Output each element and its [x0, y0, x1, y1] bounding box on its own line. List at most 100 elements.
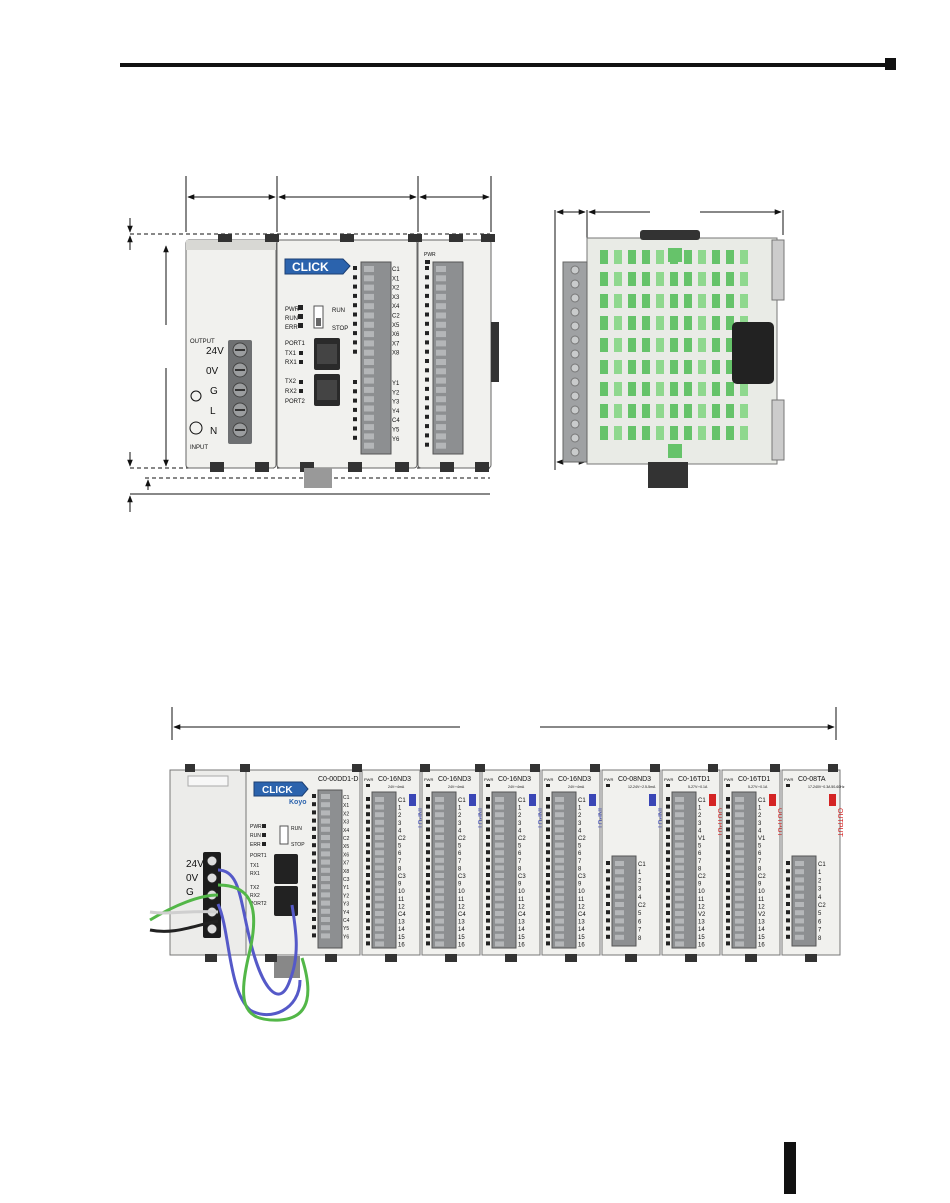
system-io-term-label: 3 [398, 821, 402, 827]
system-io-led [786, 926, 790, 931]
system-io-terminal-slot [435, 880, 444, 886]
terminal-slot [364, 331, 374, 338]
system-io-terminal-slot [555, 903, 564, 909]
system-io-term-label: 8 [818, 936, 822, 942]
system-io-terminal-slot [495, 835, 504, 840]
side-vent-slot [740, 294, 748, 308]
terminal-slot [364, 340, 374, 347]
system-io-term-label: C3 [518, 874, 526, 880]
system-io-terminal-slot [555, 835, 564, 840]
terminal-slot [364, 321, 374, 328]
system-io-terminal-slot [375, 933, 384, 939]
system-io-term-label: 14 [458, 927, 465, 933]
system-io-terminal-slot [435, 819, 444, 825]
system-io-terminal-slot [375, 880, 384, 886]
terminal-slot [436, 349, 446, 356]
system-io-rating: 24V⎓4mA [568, 785, 585, 789]
system-io-led [666, 812, 670, 817]
system-io-term-label: C2 [578, 836, 586, 842]
system-io-kind-tag [589, 794, 596, 806]
side-terminal-screw [570, 321, 580, 331]
system-io-led [546, 911, 550, 915]
port-label: RX1 [285, 360, 297, 366]
system-io-terminal-slot [435, 804, 444, 810]
system-io-led [486, 895, 490, 900]
system-io-term-label: 1 [578, 806, 582, 812]
system-io-terminal-slot [375, 926, 384, 932]
cpu-io-label: Y1 [392, 381, 400, 387]
system-io-terminal-slot [555, 941, 564, 947]
side-vent-slot [600, 272, 608, 286]
system-io-led [366, 880, 370, 885]
system-io-terminal-slot [555, 888, 564, 894]
system-mode-switch [279, 825, 289, 845]
side-vent-slot [656, 294, 664, 308]
terminal-slot [436, 303, 446, 310]
system-din-foot [625, 954, 637, 962]
side-vent-slot [726, 338, 734, 352]
system-view: 24V0VGCLICKKoyoC0-00DD1-DPWRRUNERRRUNSTO… [149, 764, 845, 1022]
system-io-term-label: 6 [578, 851, 582, 857]
system-din-foot [745, 954, 757, 962]
system-io-rating: 5-27V⎓0.1A [748, 785, 768, 789]
system-io-terminal-slot [375, 903, 384, 909]
system-io-led [312, 835, 316, 839]
system-io-term-label: 15 [518, 935, 525, 941]
system-io-led [546, 857, 550, 862]
system-io-led [366, 888, 370, 893]
terminal-slot [436, 368, 446, 375]
system-io-terminal-slot [795, 869, 804, 875]
system-io-led [726, 895, 730, 900]
system-io-led [426, 911, 430, 915]
side-vent-slot [656, 338, 664, 352]
system-io-term-label: 8 [578, 866, 582, 872]
mode-switch [313, 305, 324, 329]
system-io-term-label: 13 [578, 920, 585, 926]
side-terminal-screw [570, 307, 580, 317]
system-io-term-label: 3 [518, 821, 522, 827]
system-io-terminal-slot [615, 910, 624, 916]
system-io-term-label: 7 [698, 859, 702, 865]
system-cpu-io-label: X4 [343, 828, 349, 834]
system-io-led [606, 926, 610, 931]
system-io-terminal-slot [375, 850, 384, 856]
side-vent-slot [698, 250, 706, 264]
system-io-led [312, 892, 316, 897]
system-io-led [726, 865, 730, 870]
click-logo-shape [284, 258, 351, 275]
terminal-slot [436, 312, 446, 319]
power-supply-top-rail [186, 240, 276, 250]
system-io-led [426, 804, 430, 809]
system-io-terminal-slot [495, 941, 504, 947]
system-io-terminal-slot [555, 880, 564, 886]
side-vent-slot [600, 360, 608, 374]
side-vent-slot [600, 382, 608, 396]
system-din-latch [770, 764, 780, 772]
psu-label-plate [187, 775, 229, 787]
system-io-term-label: 8 [638, 936, 642, 942]
system-io-led [546, 804, 550, 809]
system-io-model: C0-16ND3 [498, 776, 531, 783]
side-vent-slot [712, 360, 720, 374]
side-terminal-block [562, 261, 588, 463]
system-io-model: C0-08TA [798, 776, 826, 783]
din-foot [210, 462, 224, 472]
side-vent-slot [712, 338, 720, 352]
system-io-term-label: C1 [758, 798, 766, 804]
system-io-led [486, 873, 490, 877]
system-io-term-label: 6 [758, 851, 762, 857]
system-io-terminal-slot [615, 902, 624, 907]
din-latch [340, 234, 354, 242]
click-logo: CLICK [284, 258, 351, 275]
system-io-terminal-slot [375, 827, 384, 833]
system-io-led [786, 861, 790, 865]
system-port-label: RX2 [250, 893, 260, 899]
system-io-terminal-slot [735, 797, 744, 802]
system-io-term-label: 4 [458, 828, 462, 834]
system-io-terminal-slot [675, 888, 684, 894]
terminal-slot [364, 303, 374, 310]
system-io-led [726, 835, 730, 839]
terminal-slot [436, 414, 446, 421]
system-io-term-label: C3 [398, 874, 406, 880]
system-io-term-label: 9 [578, 882, 582, 888]
